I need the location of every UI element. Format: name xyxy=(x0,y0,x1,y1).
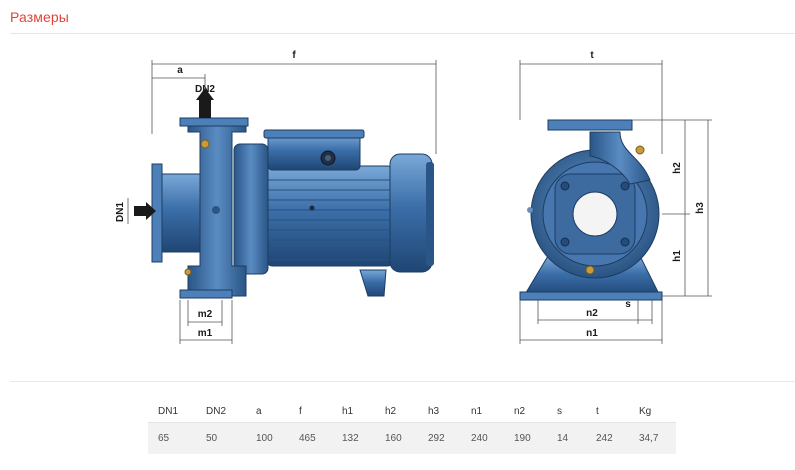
col-header: h1 xyxy=(342,405,354,417)
table-cell: 34,7 xyxy=(629,422,676,454)
col-header: h2 xyxy=(385,405,397,417)
motor-body xyxy=(263,129,434,297)
label-m1: m1 xyxy=(198,328,213,339)
col-header: n2 xyxy=(514,405,526,417)
label-h2: h2 xyxy=(672,162,683,174)
label-h1: h1 xyxy=(672,250,683,262)
pump-housing xyxy=(151,117,269,299)
label-f: f xyxy=(292,50,296,61)
col-header: t xyxy=(596,405,599,417)
label-s: s xyxy=(625,299,631,310)
label-h3: h3 xyxy=(695,202,706,214)
table-cell: 100 xyxy=(246,422,289,454)
dimensions-table: DN1 DN2 a f h1 h2 h3 n1 n2 s t Kg 65 50 … xyxy=(148,400,676,454)
table-row: 65 50 100 465 132 160 292 240 190 14 242… xyxy=(148,422,676,454)
col-header: s xyxy=(557,405,562,417)
label-a: a xyxy=(177,65,183,76)
pump-dimension-drawing: DN2 DN1 f a m2 m1 xyxy=(0,34,795,354)
col-header: a xyxy=(256,405,262,417)
label-n1: n1 xyxy=(586,328,598,339)
table-cell: 132 xyxy=(332,422,375,454)
side-view: DN2 DN1 f a m2 m1 xyxy=(115,50,437,344)
table-cell: 65 xyxy=(148,422,196,454)
col-header: DN2 xyxy=(206,405,227,417)
col-header: DN1 xyxy=(158,405,179,417)
table-divider xyxy=(10,381,795,382)
label-t: t xyxy=(590,50,594,61)
col-header: h3 xyxy=(428,405,440,417)
table-cell: 160 xyxy=(375,422,418,454)
col-header: f xyxy=(299,405,302,417)
label-n2: n2 xyxy=(586,308,598,319)
col-header: n1 xyxy=(471,405,483,417)
table-header-row: DN1 DN2 a f h1 h2 h3 n1 n2 s t Kg xyxy=(148,400,676,423)
table-cell: 465 xyxy=(289,422,332,454)
table-cell: 242 xyxy=(586,422,629,454)
table-cell: 292 xyxy=(418,422,461,454)
title-divider xyxy=(10,33,795,34)
label-dn1: DN1 xyxy=(115,202,126,222)
section-title: Размеры xyxy=(10,9,69,25)
table-cell: 190 xyxy=(504,422,547,454)
table-cell: 14 xyxy=(547,422,586,454)
label-m2: m2 xyxy=(198,309,213,320)
table-cell: 240 xyxy=(461,422,504,454)
front-view: t h2 h1 h3 s n2 n1 xyxy=(519,50,712,344)
col-header: Kg xyxy=(639,405,652,417)
table-cell: 50 xyxy=(196,422,246,454)
